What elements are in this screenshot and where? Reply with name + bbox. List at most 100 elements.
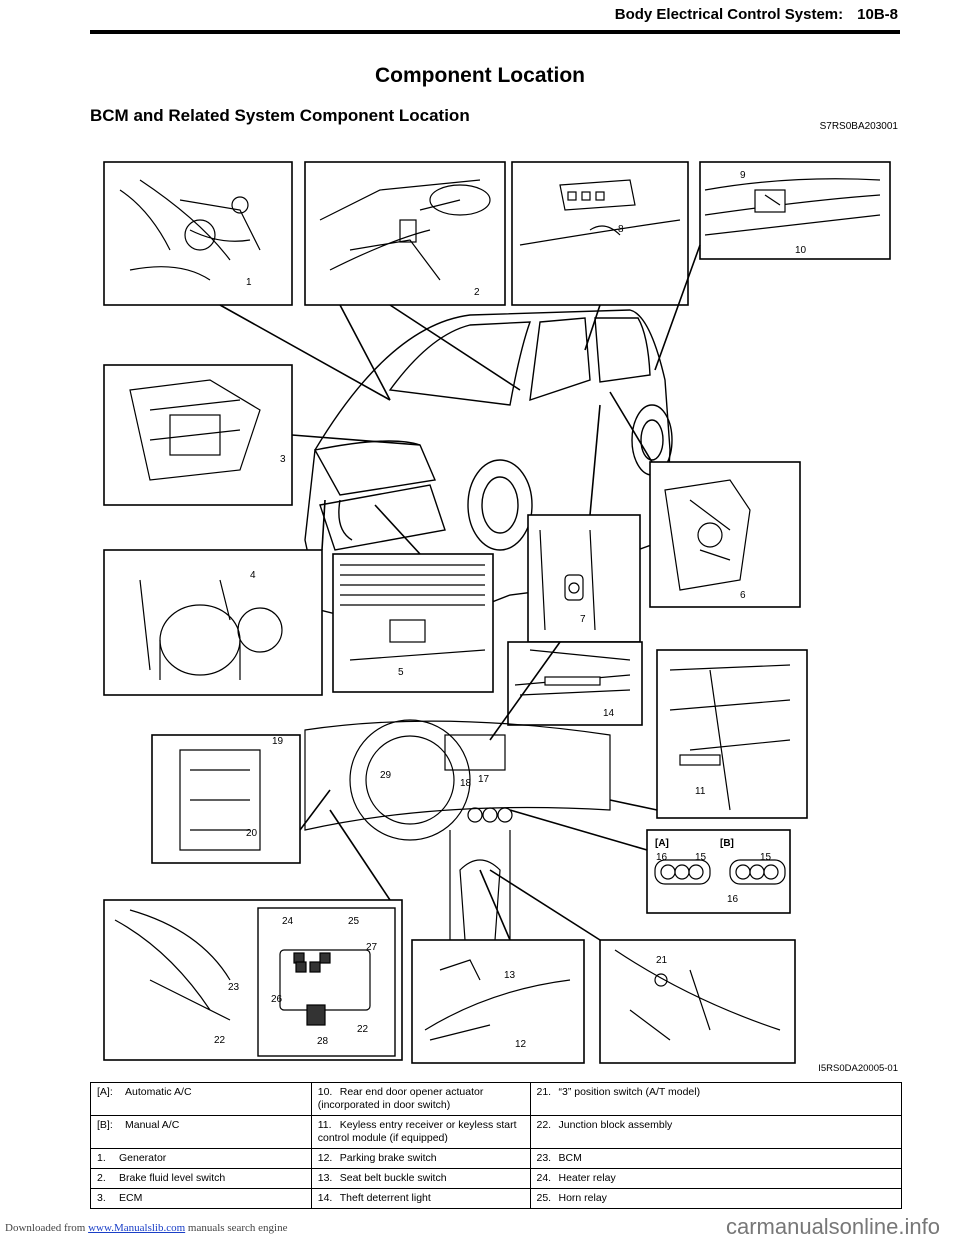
callout-17: 17 [478, 774, 490, 785]
callout-29: 29 [380, 770, 392, 781]
callout-12: 12 [515, 1039, 527, 1050]
callout-10: 10 [795, 245, 807, 256]
panel-horn [103, 549, 323, 696]
legend-cell: [B]: Manual A/C [90, 1115, 312, 1149]
legend-cell: 24. Heater relay [529, 1168, 902, 1189]
section-subtitle: BCM and Related System Component Locatio… [90, 106, 470, 125]
legend-num: 24. [536, 1172, 552, 1184]
legend-num: 23. [536, 1152, 552, 1164]
callout-16b: 16 [727, 894, 739, 905]
label-manual-ac: [B] [720, 838, 734, 849]
callout-15a: 15 [695, 852, 707, 863]
legend-num: 21. [536, 1086, 552, 1098]
legend-num: 3. [97, 1192, 106, 1204]
legend-num: 13. [317, 1172, 333, 1184]
legend-text: Keyless entry receiver or keyless start … [317, 1119, 517, 1144]
legend-cell: 14. Theft deterrent light [310, 1188, 531, 1209]
callout-11: 11 [695, 786, 706, 797]
legend-num: 12. [317, 1152, 333, 1164]
legend-num: 25. [536, 1192, 552, 1204]
callout-14: 14 [603, 708, 615, 719]
panel-window-switch [151, 734, 301, 864]
legend-text: ECM [119, 1192, 143, 1204]
panel-brake-switch [332, 553, 494, 693]
callout-2: 2 [474, 287, 480, 298]
legend-num: [A]: [97, 1086, 113, 1098]
panel-ac-panel [646, 829, 791, 914]
callout-19: 19 [272, 736, 284, 747]
panel-ecm [103, 364, 293, 506]
callout-9: 9 [740, 170, 746, 181]
legend-row: 2. Brake fluid level switch 13. Seat belt … [90, 1168, 902, 1189]
legend-text: Generator [119, 1152, 167, 1164]
legend-cell: 12. Parking brake switch [310, 1148, 531, 1169]
legend-num: 10. [317, 1086, 333, 1098]
callout-24: 24 [282, 916, 294, 927]
callout-25: 25 [348, 916, 360, 927]
callout-20: 20 [246, 828, 258, 839]
legend-text: Rear end door opener actuator (incorpora… [317, 1086, 484, 1111]
legend-text: Heater relay [558, 1172, 616, 1184]
legend-cell: 23. BCM [529, 1148, 902, 1169]
legend-text: Theft deterrent light [339, 1192, 431, 1204]
callouts: 1 2 3 4 5 6 7 8 9 10 11 12 13 14 15 15 1… [214, 170, 807, 1050]
watermark: carmanualsonline.info [725, 1214, 940, 1239]
legend-text: BCM [558, 1152, 582, 1164]
panel-rear-door-switch [699, 161, 891, 260]
legend-row: [B]: Manual A/C 11.Keyless entry receiver… [90, 1115, 902, 1149]
panel-brake-fluid [304, 161, 506, 306]
legend-text: Junction block assembly [558, 1119, 673, 1131]
legend-text: Seat belt buckle switch [339, 1172, 447, 1184]
panel-3-position-switch [599, 939, 796, 1064]
legend-text: Automatic A/C [125, 1086, 192, 1098]
panel-generator [103, 161, 293, 306]
legend-cell: 11.Keyless entry receiver or keyless sta… [310, 1115, 531, 1149]
footer-suffix: manuals search engine [185, 1222, 288, 1234]
callout-8: 8 [618, 224, 624, 235]
legend-cell: 13. Seat belt buckle switch [310, 1168, 531, 1189]
callout-26: 26 [271, 994, 283, 1005]
legend-text: Parking brake switch [339, 1152, 437, 1164]
callout-13: 13 [504, 970, 516, 981]
legend-row: [A]: Automatic A/C 10.Rear end door opene… [90, 1082, 902, 1116]
footer-prefix: Downloaded from [5, 1222, 89, 1234]
legend-text: Manual A/C [125, 1119, 180, 1131]
legend-cell: 3. ECM [90, 1188, 312, 1209]
legend-cell: 1. Generator [90, 1148, 312, 1169]
legend-num: 11. [317, 1119, 332, 1131]
panel-door-switch [527, 514, 641, 643]
legend-text: Horn relay [558, 1192, 607, 1204]
legend-num: [B]: [97, 1119, 113, 1131]
panel-seat-belt [411, 939, 585, 1064]
legend-cell: 22. Junction block assembly [529, 1115, 902, 1149]
panel-theft-light [507, 641, 643, 726]
legend-cell: 10.Rear end door opener actuator (incorp… [310, 1082, 531, 1116]
legend-num: 14. [317, 1192, 333, 1204]
component-legend-table: [A]: Automatic A/C 10.Rear end door opene… [90, 1082, 902, 1209]
callout-22b: 22 [357, 1024, 369, 1035]
panel-door-lock [649, 461, 801, 608]
header-rule [90, 30, 900, 34]
legend-num: 22. [536, 1119, 552, 1131]
page-title: Component Location [375, 64, 585, 87]
callout-27: 27 [366, 942, 378, 953]
callout-7: 7 [580, 614, 586, 625]
manualslib-link[interactable]: www.Manualslib.com [88, 1222, 186, 1234]
component-location-diagram: 1 2 3 4 5 6 7 8 9 10 11 12 13 14 15 15 1… [90, 150, 905, 1065]
callout-28: 28 [317, 1036, 329, 1047]
legend-num: 2. [97, 1172, 106, 1184]
legend-num: 1. [97, 1152, 106, 1164]
callout-21: 21 [656, 955, 668, 966]
callout-1: 1 [246, 277, 252, 288]
callout-16a: 16 [656, 852, 668, 863]
panel-junction-block [103, 899, 403, 1061]
legend-cell: 21.“3” position switch (A/T model) [529, 1082, 902, 1116]
callout-3: 3 [280, 454, 286, 465]
callout-15b: 15 [760, 852, 772, 863]
label-automatic-ac: [A] [655, 838, 669, 849]
running-header: Body Electrical Control System:10B-8 [615, 6, 898, 23]
legend-text: Brake fluid level switch [119, 1172, 226, 1184]
panel-keyless-receiver [656, 649, 808, 819]
callout-6: 6 [740, 590, 746, 601]
header-section: Body Electrical Control System: [614, 6, 844, 23]
